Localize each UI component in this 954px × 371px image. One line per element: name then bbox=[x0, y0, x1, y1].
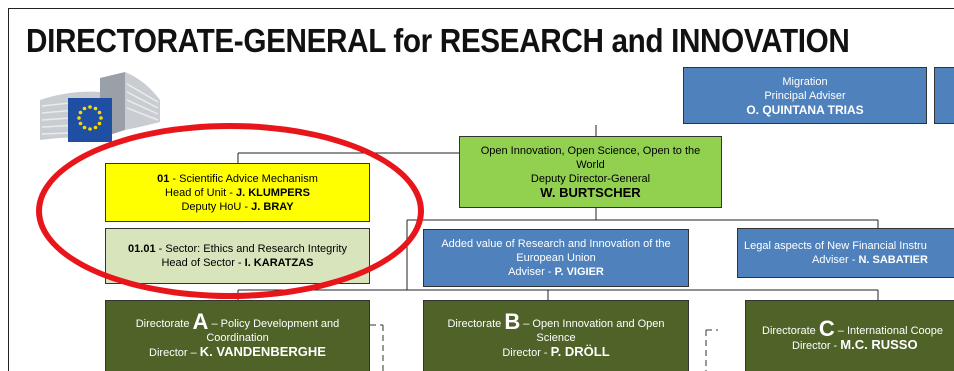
dir-a-director-name: K. VANDENBERGHE bbox=[199, 344, 326, 359]
eu-logo bbox=[40, 72, 160, 142]
legal-adviser-prefix: Adviser - bbox=[812, 254, 859, 266]
dir-b-director-name: P. DRÖLL bbox=[550, 344, 610, 359]
dir-b-line2: Science bbox=[536, 332, 576, 344]
eu-stars-icon bbox=[77, 105, 103, 131]
dir-b-prefix: Directorate bbox=[447, 318, 505, 330]
page-title: DIRECTORATE-GENERAL for RESEARCH and INN… bbox=[26, 22, 850, 59]
dir-b-letter: B bbox=[504, 309, 521, 334]
added-value-box: Added value of Research and Innovation o… bbox=[423, 229, 689, 287]
dir-a-letter: A bbox=[192, 309, 209, 334]
migration-role: Principal Adviser bbox=[764, 89, 846, 102]
deputy-dg-line1: Open Innovation, Open Science, Open to t… bbox=[480, 145, 701, 157]
dir-c-letter: C bbox=[818, 316, 835, 341]
cropped-box bbox=[934, 67, 954, 124]
dir-c-director-prefix: Director - bbox=[792, 340, 841, 352]
migration-name: O. QUINTANA TRIAS bbox=[746, 102, 864, 117]
highlight-oval bbox=[36, 123, 424, 299]
directorate-c-box: Directorate C – International Coope Dire… bbox=[745, 300, 954, 371]
dir-c-prefix: Directorate bbox=[762, 325, 819, 337]
deputy-dg-name: W. BURTSCHER bbox=[540, 185, 641, 200]
added-value-line2: European Union bbox=[516, 252, 596, 264]
added-value-line1: Added value of Research and Innovation o… bbox=[441, 238, 671, 250]
dir-c-director-name: M.C. RUSSO bbox=[840, 337, 918, 352]
page-frame bbox=[8, 8, 954, 371]
directorate-a-box: Directorate A – Policy Development and C… bbox=[105, 300, 370, 371]
dir-b-rest: – Open Innovation and Open bbox=[520, 318, 665, 330]
added-value-adviser-prefix: Adviser - bbox=[508, 266, 555, 278]
dir-a-line2: Coordination bbox=[206, 332, 269, 344]
deputy-dg-line2: World bbox=[576, 159, 605, 171]
added-value-adviser-name: P. VIGIER bbox=[554, 266, 604, 278]
legal-line1: Legal aspects of New Financial Instru bbox=[744, 240, 927, 252]
dir-b-director-prefix: Director - bbox=[502, 347, 551, 359]
dir-c-rest: – International Coope bbox=[834, 325, 943, 337]
deputy-dg-box: Open Innovation, Open Science, Open to t… bbox=[459, 136, 722, 208]
dir-a-director-prefix: Director – bbox=[149, 347, 200, 359]
dir-a-prefix: Directorate bbox=[135, 318, 193, 330]
legal-adviser-name: N. SABATIER bbox=[858, 254, 928, 266]
legal-aspects-box: Legal aspects of New Financial Instru Ad… bbox=[737, 228, 954, 278]
migration-title: Migration bbox=[782, 75, 828, 88]
deputy-dg-role: Deputy Director-General bbox=[530, 173, 651, 185]
directorate-b-box: Directorate B – Open Innovation and Open… bbox=[423, 300, 689, 371]
dir-a-rest: – Policy Development and bbox=[208, 318, 340, 330]
migration-box: Migration Principal Adviser O. QUINTANA … bbox=[683, 67, 927, 124]
